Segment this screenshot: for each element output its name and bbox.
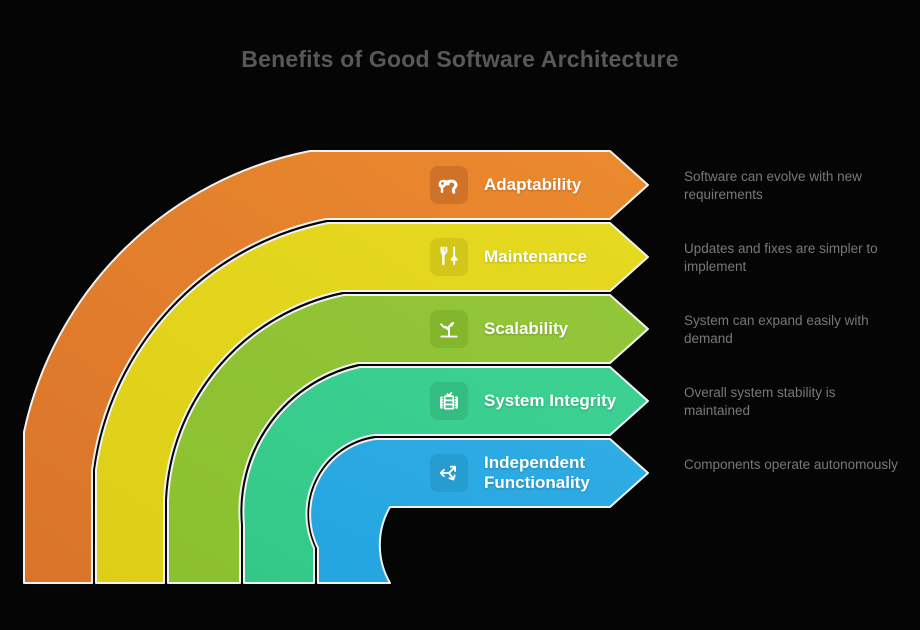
arc-band-independent-functionality[interactable] (309, 438, 649, 584)
band-description-system-integrity: Overall system stability is maintained (684, 385, 836, 419)
band-description-independent-functionality: Components operate autonomously (684, 457, 898, 472)
band-description-adaptability: Software can evolve with new requirement… (684, 169, 862, 203)
band-description-maintenance: Updates and fixes are simpler to impleme… (684, 241, 878, 275)
band-description-scalability: System can expand easily with demand (684, 313, 869, 347)
arc-band-maintenance[interactable] (95, 222, 649, 584)
arc-band-adaptability[interactable] (23, 150, 649, 584)
page-title: Benefits of Good Software Architecture (241, 46, 679, 72)
arc-band-scalability[interactable] (167, 294, 649, 584)
arc-band-system-integrity[interactable] (242, 366, 649, 584)
